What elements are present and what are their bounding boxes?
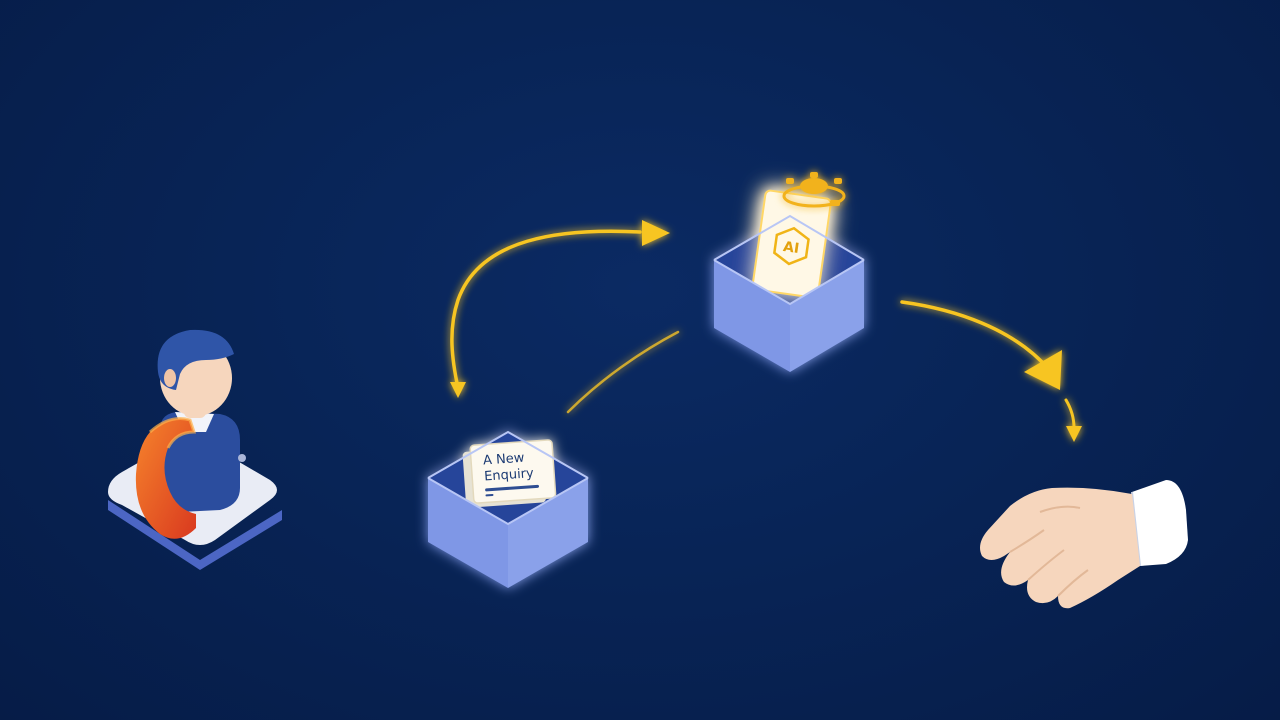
person-icon xyxy=(108,329,282,570)
gear-icon xyxy=(782,172,846,208)
enquiry-card-line2: Enquiry xyxy=(484,466,535,484)
arrow-icon xyxy=(566,330,680,414)
arrow-icon xyxy=(900,300,1082,442)
phone-icon xyxy=(135,417,197,539)
arrow-icon xyxy=(450,220,670,398)
ai-card: AI xyxy=(751,189,832,299)
handshake-icon xyxy=(980,480,1188,609)
enquiry-card-line1: A New xyxy=(483,451,526,469)
ai-card-badge: AI xyxy=(782,239,800,257)
inbox-box-icon: A New Enquiry xyxy=(427,430,589,588)
ai-box-icon: AI xyxy=(713,189,865,372)
enquiry-card: A New Enquiry xyxy=(462,439,557,508)
